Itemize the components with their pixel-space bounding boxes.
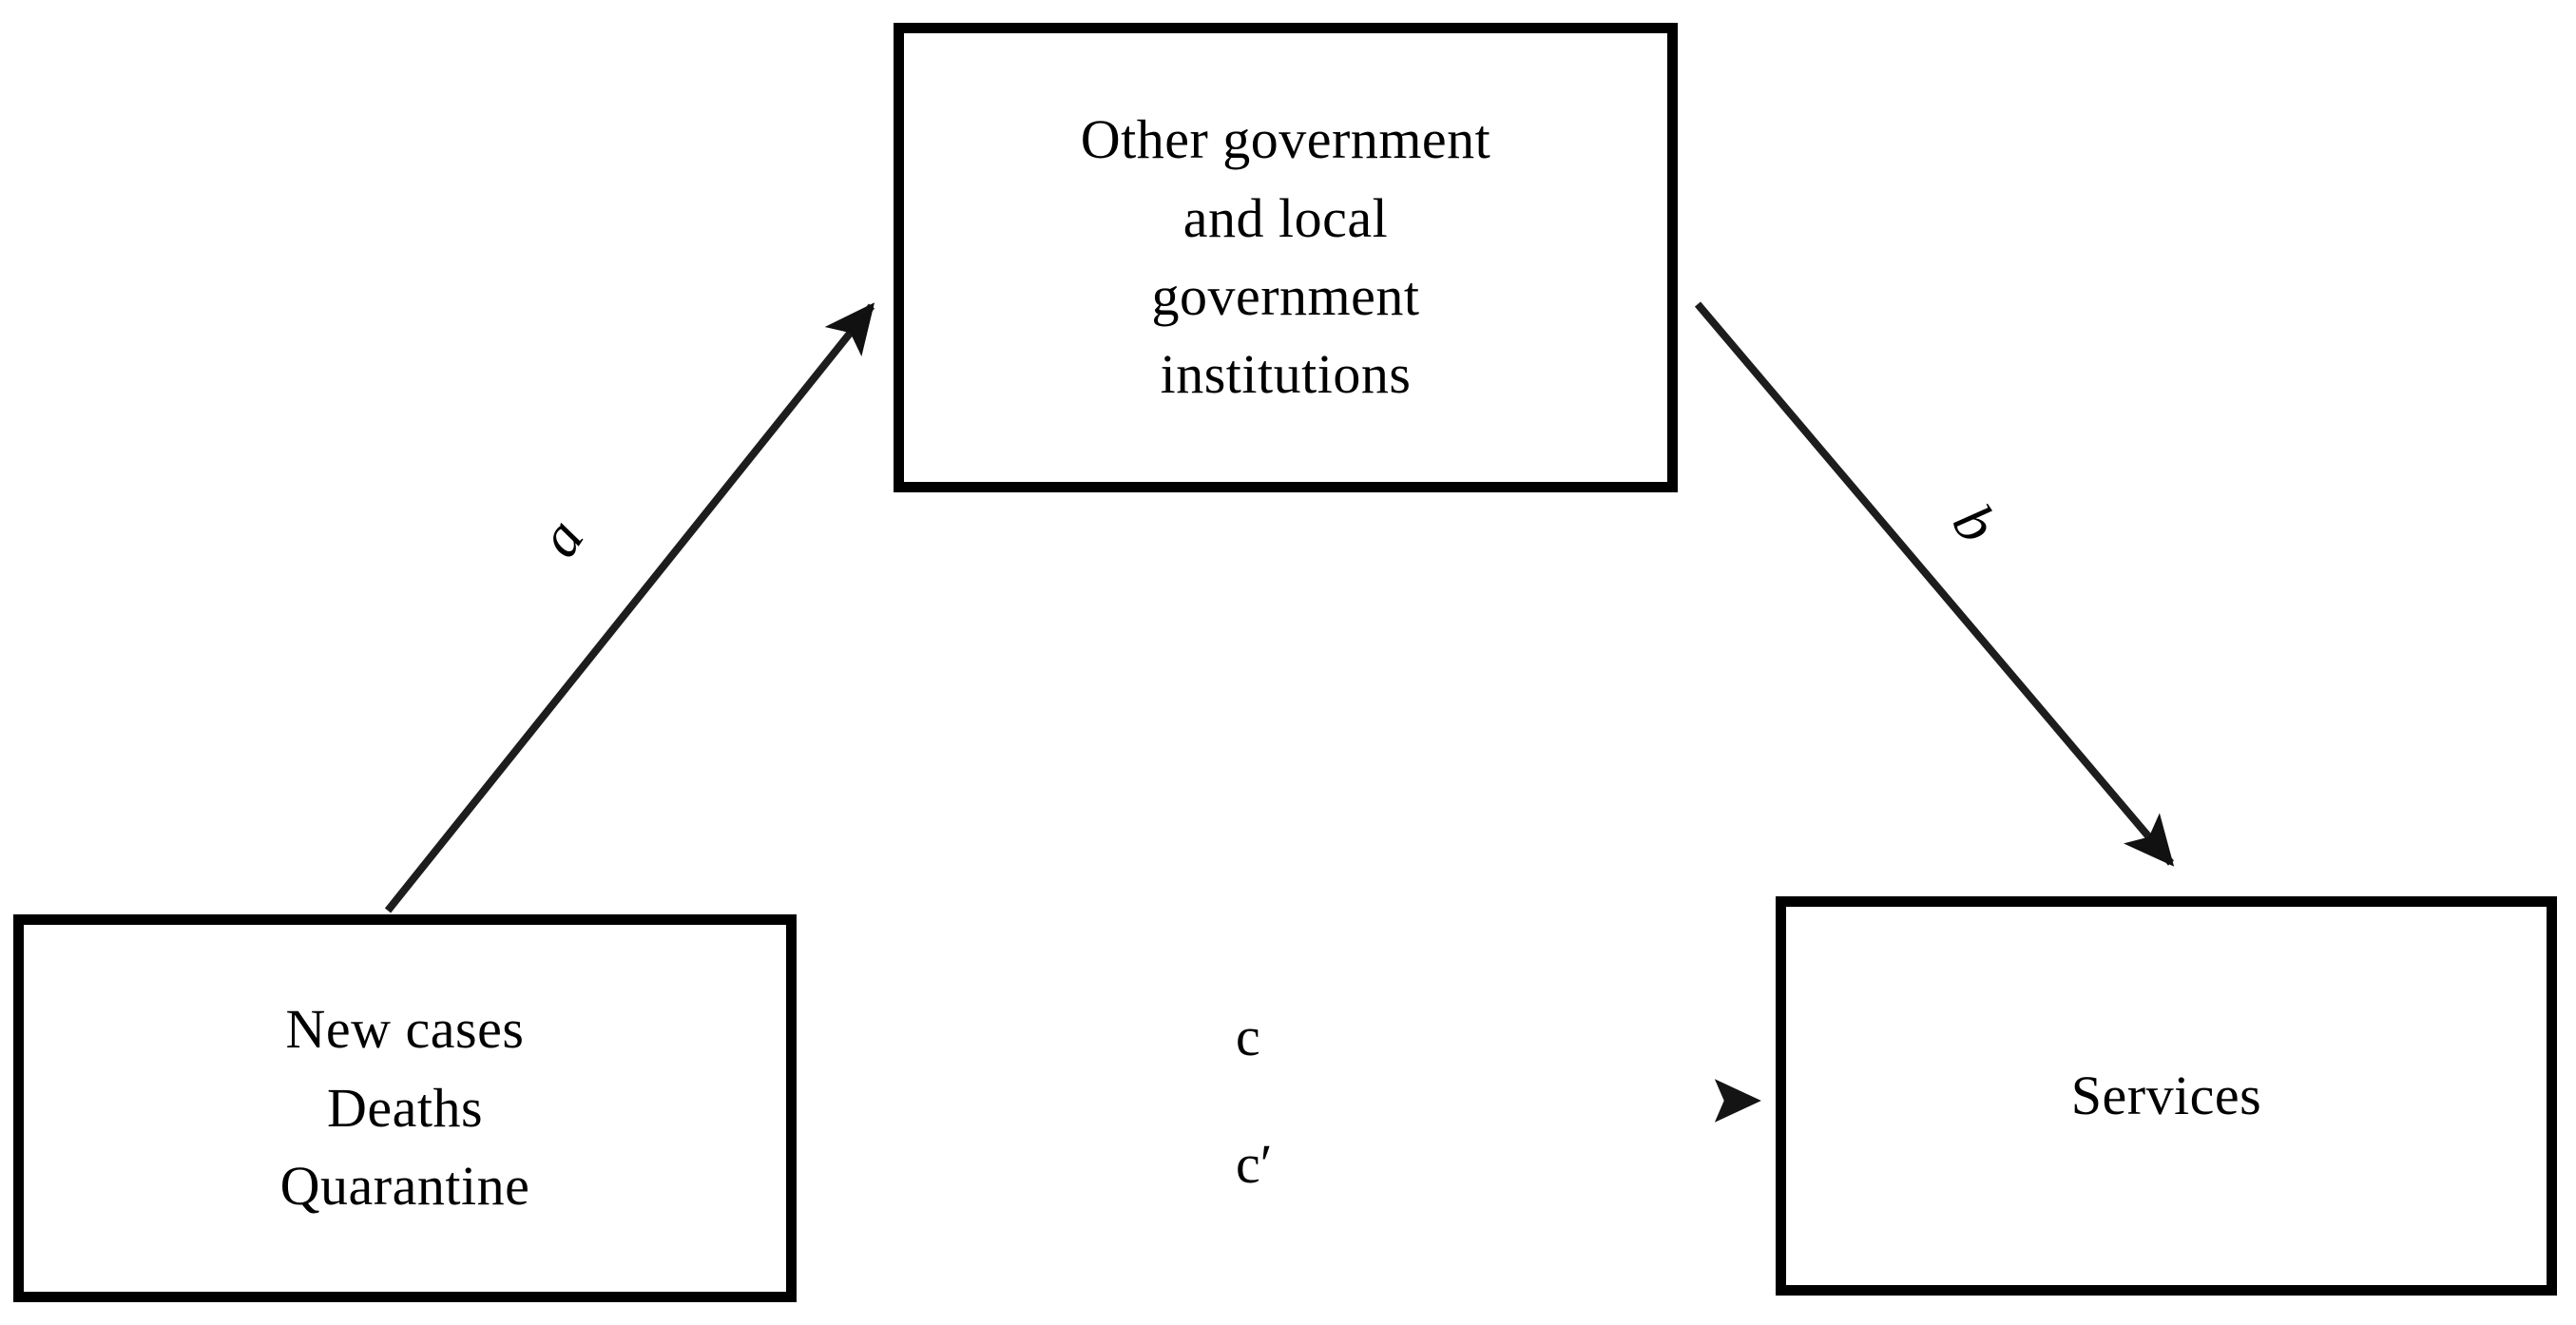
node-outcome-line-1: Services <box>2070 1065 2262 1127</box>
node-predictor-line-2: Deaths <box>326 1076 484 1139</box>
node-predictor-line-3: Quarantine <box>279 1155 530 1218</box>
path-label-b: b <box>1939 493 2010 554</box>
node-box-mediator: Other government and local government in… <box>894 23 1678 492</box>
arrow-path-b <box>1694 301 2175 867</box>
node-predictor-line-1: New cases <box>285 998 525 1061</box>
node-box-outcome: Services <box>1776 896 2557 1296</box>
path-label-c: c <box>1236 1006 1260 1067</box>
node-mediator-line-1: Other government <box>1080 108 1491 171</box>
arrow-path-a <box>384 302 875 913</box>
node-mediator-line-4: institutions <box>1160 343 1412 406</box>
path-label-a: a <box>526 508 597 568</box>
node-box-predictor: New cases Deaths Quarantine <box>13 914 797 1302</box>
node-mediator-line-3: government <box>1151 265 1420 327</box>
node-mediator-line-2: and local <box>1182 186 1389 249</box>
path-label-c-prime: c′ <box>1236 1133 1273 1195</box>
